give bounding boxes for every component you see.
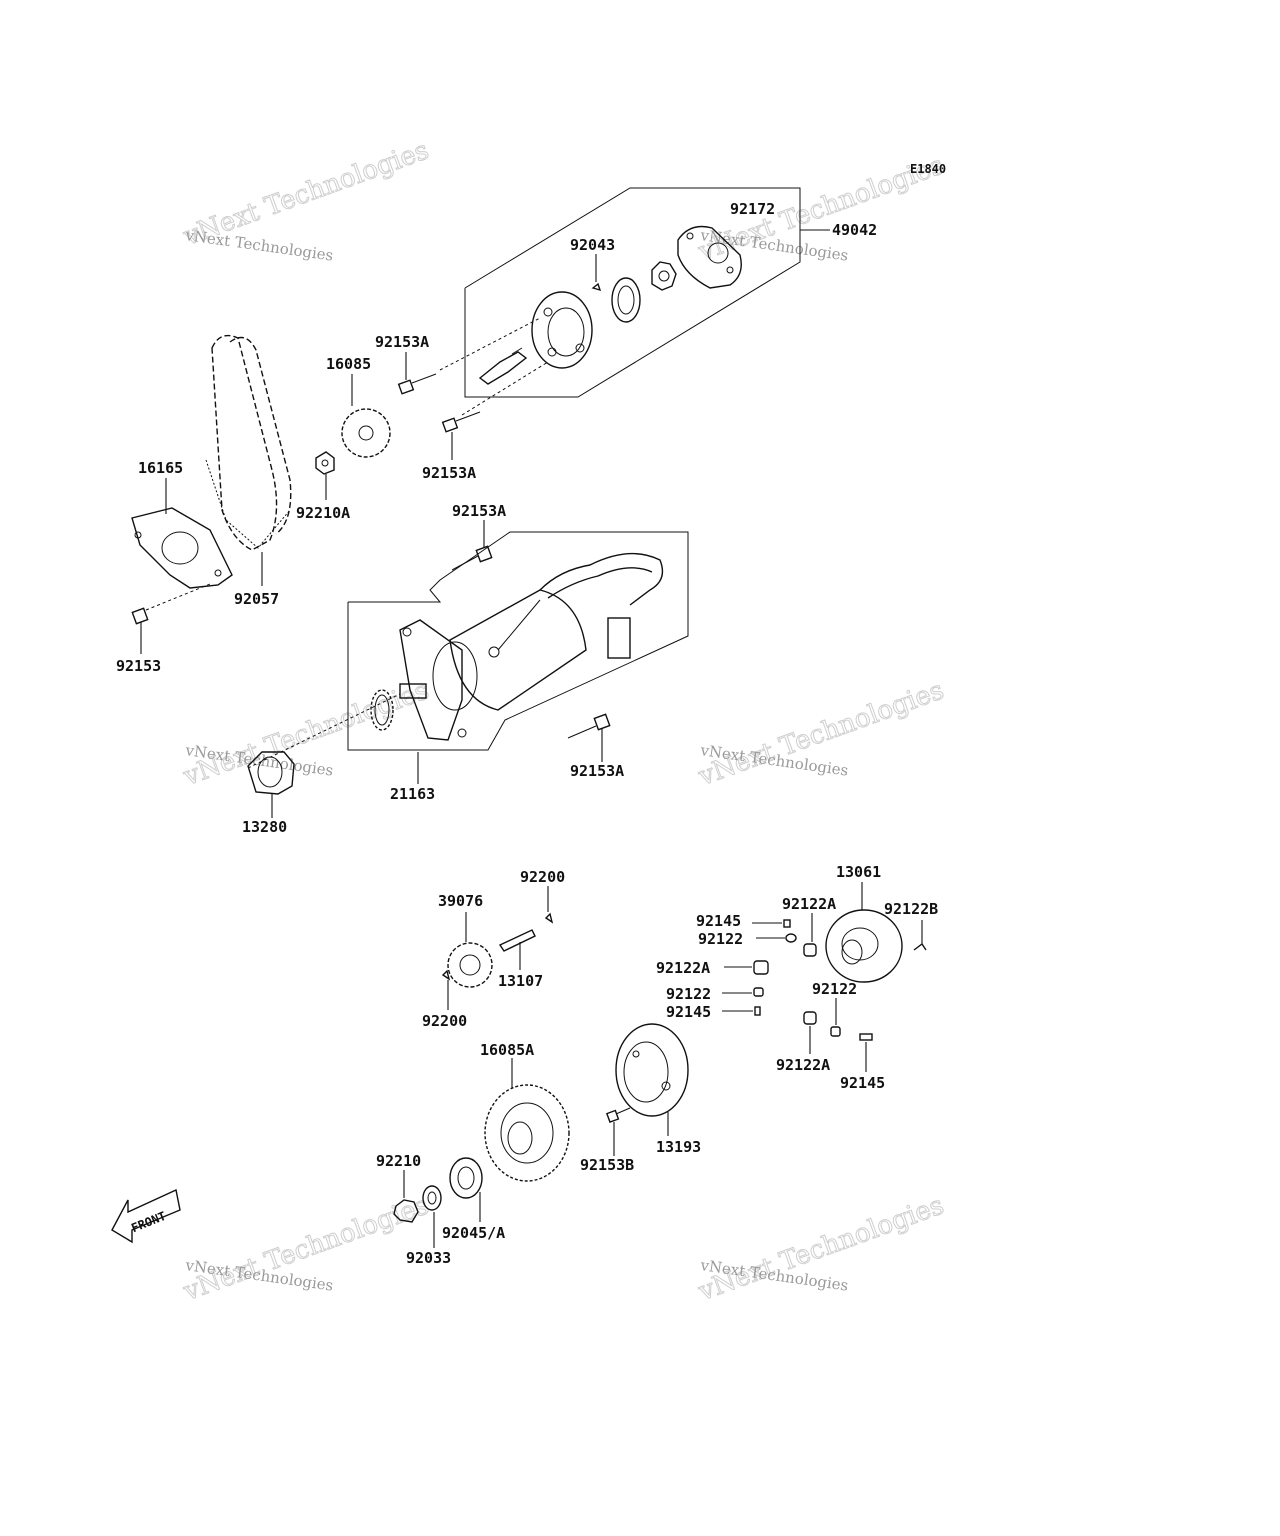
spring-92145-top	[752, 919, 791, 928]
part-label: 92210	[376, 1152, 421, 1170]
part-label: 16085	[326, 355, 371, 373]
cam-chain-92057	[205, 334, 292, 586]
part-label: 92153B	[580, 1156, 634, 1174]
part-labels: 92172 49042 92043 92153A 16085 92153A 16…	[116, 200, 938, 1267]
part-label: 13061	[836, 863, 881, 881]
clip-92200-bottom	[441, 969, 451, 1010]
part-label: 92200	[520, 868, 565, 886]
watermark-top-left: vNext Technologies vNext Technologies	[178, 135, 433, 265]
clutch-outer-13061	[825, 882, 903, 983]
part-label: 92043	[570, 236, 615, 254]
roller-92122A-bottom	[803, 1011, 817, 1054]
bolt-92153	[131, 583, 211, 654]
part-label: 92172	[730, 200, 775, 218]
sprocket-16085	[341, 374, 391, 458]
bolt-92153A-starter-top	[451, 520, 493, 571]
part-label: 92122B	[884, 900, 938, 918]
o-ring	[370, 689, 394, 731]
part-label: 92045/A	[442, 1224, 505, 1242]
watermark-bottom-left: vNext Technologies vNext Technologies	[178, 1190, 433, 1308]
starter-group-outline	[347, 531, 689, 751]
front-label: FRONT	[129, 1209, 168, 1236]
bolt-92153A-starter-bottom	[567, 713, 611, 762]
nut-92210	[393, 1170, 419, 1223]
pump-cover	[677, 225, 742, 289]
collar-92210A	[315, 451, 335, 500]
watermark-mid-right: vNext Technologies vNext Technologies	[693, 675, 948, 793]
part-label: 21163	[390, 785, 435, 803]
part-label: 92122	[698, 930, 743, 948]
part-label: 49042	[832, 221, 877, 239]
bolt-92153A-upper	[397, 373, 437, 395]
starter-motor-21163	[399, 589, 587, 741]
clutch-housing-13193	[615, 1023, 689, 1136]
spring-92145-bottom	[859, 1033, 873, 1072]
part-label: 13193	[656, 1138, 701, 1156]
part-label: 13280	[242, 818, 287, 836]
part-label: 92033	[406, 1249, 451, 1267]
part-label: 92153A	[570, 762, 624, 780]
outer-rotor	[611, 277, 641, 323]
part-label: 92122	[666, 985, 711, 1003]
part-label: 16085A	[480, 1041, 534, 1059]
watermark-bottom-right: vNext Technologies vNext Technologies	[693, 1190, 948, 1308]
diagram-code: E1840	[910, 162, 946, 176]
chain-guide-16165	[131, 478, 233, 589]
oil-pump-group	[397, 187, 830, 460]
pump-group-outline	[464, 187, 801, 398]
part-label: 13107	[498, 972, 543, 990]
part-label: 92145	[840, 1074, 885, 1092]
pin-92043	[591, 282, 602, 292]
part-label: 92145	[696, 912, 741, 930]
bearing-92045A	[449, 1157, 483, 1222]
part-label: 92057	[234, 590, 279, 608]
plunger-92122-bottom	[830, 998, 841, 1037]
watermark-mid-left: vNext Technologies vNext Technologies	[178, 675, 433, 793]
clip-92200-top	[544, 886, 554, 924]
clip-92122B	[913, 920, 927, 951]
front-arrow-icon: FRONT	[111, 1188, 181, 1244]
spring-92145-mid	[722, 1006, 761, 1016]
roller-92122A-mid	[724, 960, 769, 975]
part-label: 92153A	[375, 333, 429, 351]
roller-92122A-top	[803, 913, 817, 957]
part-label: 92153A	[422, 464, 476, 482]
starter-motor-group	[247, 520, 689, 784]
part-label: 39076	[438, 892, 483, 910]
shaft-13107	[498, 929, 536, 970]
part-label: 92122A	[782, 895, 836, 913]
part-label: 92200	[422, 1012, 467, 1030]
starter-gear-16085A	[484, 1058, 570, 1182]
bolt-92153B	[605, 1107, 631, 1156]
plunger-92122-top	[756, 933, 797, 943]
part-label: 92210A	[296, 504, 350, 522]
part-label: 92145	[666, 1003, 711, 1021]
part-label: 92122	[812, 980, 857, 998]
part-label: 16165	[138, 459, 183, 477]
gear-13280	[247, 751, 295, 818]
bolt-92153A-lower	[441, 411, 481, 433]
washer-92033	[422, 1185, 442, 1248]
watermark-small-text: vNext Technologies	[183, 226, 334, 265]
plunger-92122-mid	[722, 987, 764, 997]
inner-rotor	[651, 261, 677, 291]
starter-lead-wire	[497, 552, 664, 659]
pump-body	[531, 291, 593, 369]
part-label: 92153	[116, 657, 161, 675]
part-label: 92122A	[776, 1056, 830, 1074]
pump-shaft	[478, 347, 528, 385]
idle-gear-39076	[447, 912, 493, 988]
part-label: 92122A	[656, 959, 710, 977]
part-label: 92153A	[452, 502, 506, 520]
